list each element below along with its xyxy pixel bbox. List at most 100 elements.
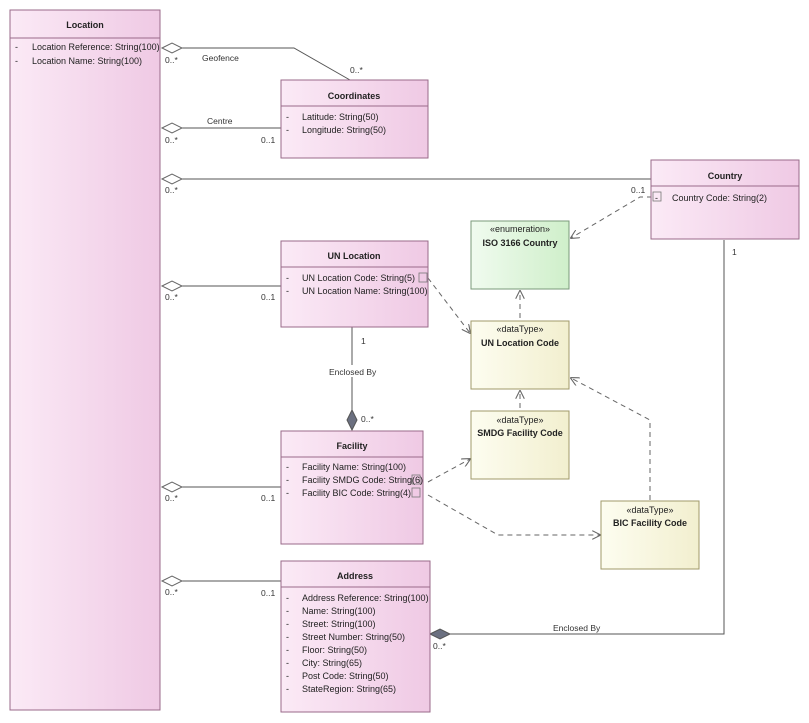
address-attributes: - Address Reference: String(100) - Name:… <box>286 593 429 694</box>
attr-street-number: Street Number: String(50) <box>302 632 405 642</box>
assoc-centre-target-mult: 0..1 <box>261 135 275 145</box>
assoc-country-enclosed-name: Enclosed By <box>553 623 601 633</box>
assoc-centre-source-mult: 0..* <box>165 135 178 145</box>
aggregation-diamond-icon <box>160 173 184 185</box>
attr-visibility-marker: - <box>286 112 289 122</box>
assoc-centre[interactable]: Centre 0..* 0..1 <box>160 116 281 145</box>
attr-post-code: Post Code: String(50) <box>302 671 389 681</box>
dep-un-location-code[interactable] <box>427 277 470 333</box>
class-title: SMDG Facility Code <box>477 428 563 438</box>
attr-port-icon <box>652 191 662 202</box>
assoc-geofence-name: Geofence <box>202 53 239 63</box>
attr-latitude: Latitude: String(50) <box>302 112 379 122</box>
class-iso-3166-country[interactable]: «enumeration» ISO 3166 Country <box>470 220 570 290</box>
assoc-geofence-target-mult: 0..* <box>350 65 363 75</box>
attr-visibility-marker: - <box>286 593 289 603</box>
attr-visibility-marker: - <box>286 488 289 498</box>
attr-visibility-marker: - <box>286 273 289 283</box>
class-bic-facility-code[interactable]: «dataType» BIC Facility Code <box>600 500 700 570</box>
aggregation-diamond-icon <box>160 481 184 493</box>
dep-facility-bic[interactable] <box>427 494 600 535</box>
attr-facility-smdg-code: Facility SMDG Code: String(6) <box>302 475 423 485</box>
assoc-geofence-source-mult: 0..* <box>165 55 178 65</box>
assoc-un-location-target-mult: 0..1 <box>261 292 275 302</box>
attr-facility-bic-code: Facility BIC Code: String(4) <box>302 488 411 498</box>
class-coordinates[interactable]: Coordinates - Latitude: String(50) - Lon… <box>280 79 429 159</box>
assoc-country-enclosed-target-mult: 0..* <box>433 641 446 651</box>
attr-address-reference: Address Reference: String(100) <box>302 593 429 603</box>
assoc-centre-name: Centre <box>207 116 233 126</box>
class-un-location[interactable]: UN Location - UN Location Code: String(5… <box>280 240 429 328</box>
attr-longitude: Longitude: String(50) <box>302 125 386 135</box>
attr-floor: Floor: String(50) <box>302 645 367 655</box>
class-title: BIC Facility Code <box>613 518 687 528</box>
class-stereotype: «enumeration» <box>490 224 550 234</box>
attr-visibility-marker: - <box>286 671 289 681</box>
attr-visibility-marker: - <box>15 42 18 52</box>
dep-bic-unlocode[interactable] <box>571 378 651 500</box>
class-un-location-code[interactable]: «dataType» UN Location Code <box>470 320 570 390</box>
assoc-address-target-mult: 0..1 <box>261 588 275 598</box>
class-smdg-facility-code[interactable]: «dataType» SMDG Facility Code <box>470 410 570 480</box>
assoc-facility[interactable]: 0..* 0..1 <box>160 481 281 503</box>
assoc-country-enclosed-by[interactable]: Enclosed By 1 0..* <box>428 240 737 651</box>
attr-country-code: Country Code: String(2) <box>672 193 767 203</box>
attr-port-icon <box>411 474 421 485</box>
class-country[interactable]: Country - Country Code: String(2) <box>650 159 800 240</box>
attr-visibility-marker: - <box>286 462 289 472</box>
dependencies <box>427 196 652 535</box>
attr-port-icon <box>418 272 428 283</box>
attr-visibility-marker: - <box>655 193 658 203</box>
assoc-address-source-mult: 0..* <box>165 587 178 597</box>
class-title: UN Location Code <box>481 338 559 348</box>
class-stereotype: «dataType» <box>626 505 673 515</box>
assoc-country-enclosed-source-mult: 1 <box>732 247 737 257</box>
attr-city: City: String(65) <box>302 658 362 668</box>
class-address[interactable]: Address - Address Reference: String(100)… <box>280 560 431 713</box>
class-stereotype: «dataType» <box>496 324 543 334</box>
assoc-facility-source-mult: 0..* <box>165 493 178 503</box>
attr-location-name: Location Name: String(100) <box>32 56 142 66</box>
attr-visibility-marker: - <box>286 286 289 296</box>
assoc-geofence[interactable]: Geofence 0..* 0..* <box>160 42 363 81</box>
attr-un-location-code: UN Location Code: String(5) <box>302 273 415 283</box>
aggregation-diamond-icon <box>160 122 184 134</box>
class-title: Coordinates <box>328 91 381 101</box>
assoc-un-enclosed-target-mult: 0..* <box>361 414 374 424</box>
assoc-un-location-source-mult: 0..* <box>165 292 178 302</box>
composition-diamond-icon <box>346 408 358 432</box>
dep-country-code-iso[interactable] <box>571 196 652 238</box>
attr-visibility-marker: - <box>286 619 289 629</box>
attr-visibility-marker: - <box>286 658 289 668</box>
assoc-country[interactable]: 0..* 0..1 <box>160 173 651 195</box>
class-title: ISO 3166 Country <box>482 238 557 248</box>
dep-facility-smdg[interactable] <box>427 459 470 483</box>
connectors: Geofence 0..* 0..* Centre 0..* 0..1 0..*… <box>160 42 737 651</box>
assoc-address[interactable]: 0..* 0..1 <box>160 575 281 598</box>
aggregation-diamond-icon <box>160 575 184 587</box>
class-title: Facility <box>336 441 367 451</box>
class-location[interactable]: Location - Location Reference: String(10… <box>9 9 161 711</box>
class-title: UN Location <box>328 251 381 261</box>
aggregation-diamond-icon <box>160 280 184 292</box>
aggregation-diamond-icon <box>160 42 184 54</box>
assoc-un-enclosed-name: Enclosed By <box>329 367 377 377</box>
assoc-un-location[interactable]: 0..* 0..1 <box>160 280 281 302</box>
assoc-un-enclosed-by[interactable]: Enclosed By 1 0..* <box>326 327 378 432</box>
attr-visibility-marker: - <box>286 125 289 135</box>
assoc-un-enclosed-source-mult: 1 <box>361 336 366 346</box>
attr-name: Name: String(100) <box>302 606 376 616</box>
attr-visibility-marker: - <box>286 475 289 485</box>
assoc-country-source-mult: 0..* <box>165 185 178 195</box>
attr-street: Street: String(100) <box>302 619 376 629</box>
class-title: Address <box>337 571 373 581</box>
attr-un-location-name: UN Location Name: String(100) <box>302 286 428 296</box>
class-facility[interactable]: Facility - Facility Name: String(100) - … <box>280 430 424 545</box>
attr-visibility-marker: - <box>286 645 289 655</box>
attr-visibility-marker: - <box>286 684 289 694</box>
attr-state-region: StateRegion: String(65) <box>302 684 396 694</box>
class-stereotype: «dataType» <box>496 415 543 425</box>
composition-diamond-icon <box>428 628 452 640</box>
attr-port-icon <box>411 487 421 498</box>
